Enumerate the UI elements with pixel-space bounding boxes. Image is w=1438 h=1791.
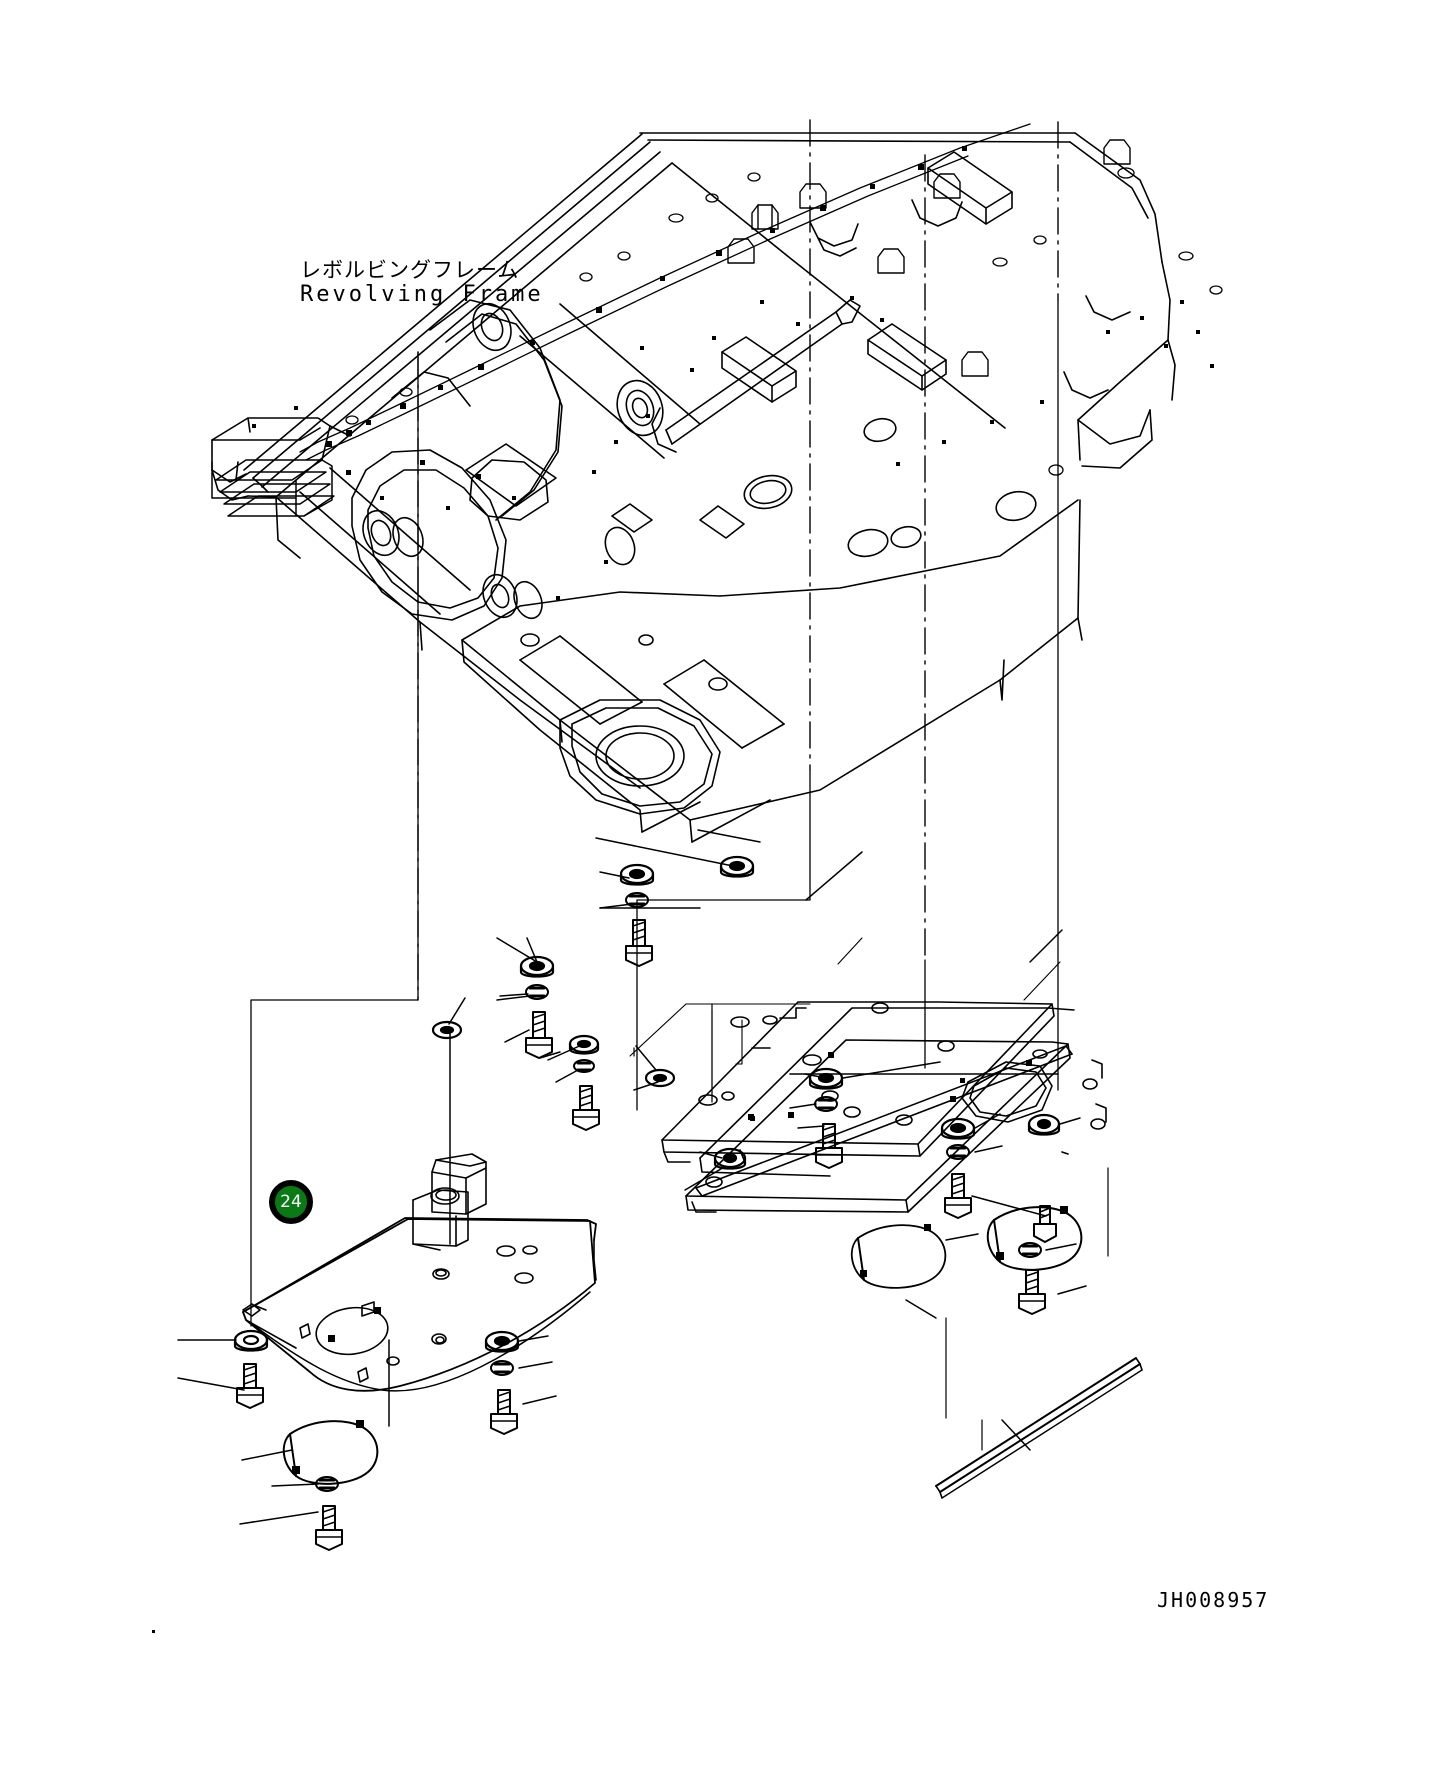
registration-dot — [152, 1630, 155, 1633]
right-under-cover-plate — [685, 937, 1107, 1213]
revolving-frame-part — [211, 119, 1223, 1001]
part-leader-lines — [177, 829, 1087, 1525]
dimension-witness-lines — [633, 1003, 1109, 1451]
left-under-cover-plate — [242, 1153, 597, 1392]
assembly-label-english: Revolving Frame — [300, 282, 544, 307]
drawing-number: JH008957 — [1157, 1588, 1270, 1612]
seal-strip — [935, 1357, 1143, 1499]
rubber-plugs — [282, 1206, 1083, 1485]
callout-balloon-24[interactable]: 24 — [269, 1180, 313, 1224]
assembly-leader-lines — [250, 299, 1059, 1327]
hardware-lock-washers — [315, 892, 1042, 1492]
assembly-label-japanese: レボルビングフレーム — [300, 258, 520, 282]
hardware-bolts — [236, 919, 1057, 1551]
hardware-washers — [233, 855, 1061, 1353]
